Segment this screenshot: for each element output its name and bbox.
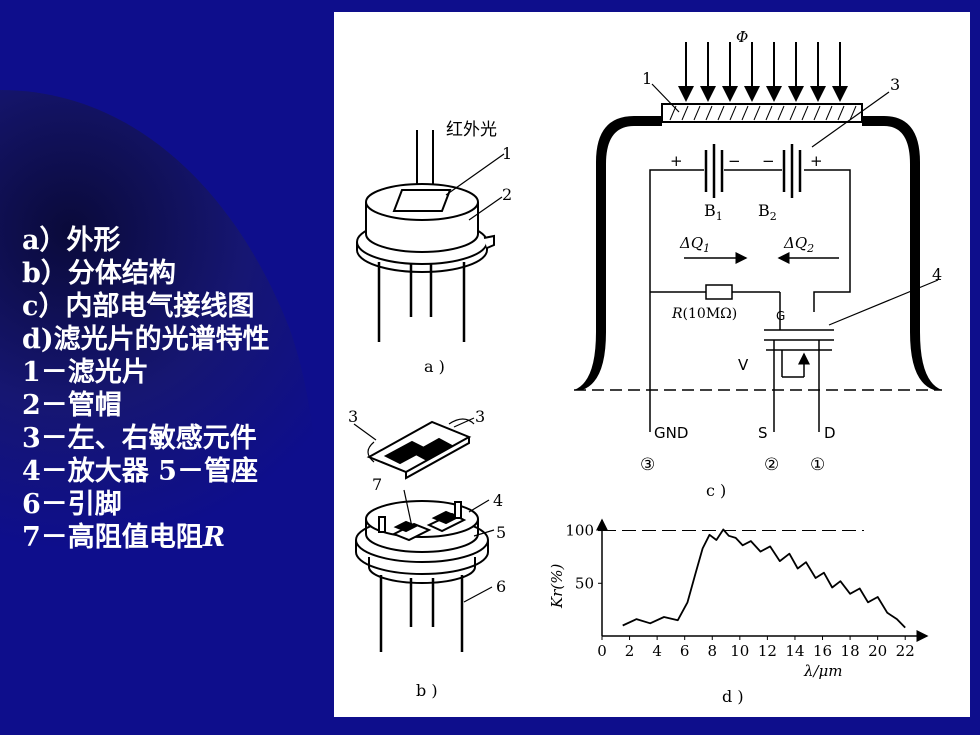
- c-label-1: 1: [642, 69, 652, 88]
- resistor-value: (10MΩ): [683, 306, 738, 322]
- light-arrows: [678, 42, 848, 102]
- infrared-light-label: 红外光: [446, 120, 497, 140]
- b1-plus: +: [670, 152, 683, 170]
- circuit-wires: [649, 169, 851, 432]
- label-7: 7: [372, 475, 382, 494]
- resistor: [705, 284, 733, 300]
- chart-axes: [596, 518, 929, 642]
- legend-item: b）分体结构: [22, 258, 176, 289]
- b1-text: B: [704, 201, 716, 220]
- x-tick-label: 4: [652, 642, 662, 660]
- legend-text: a）外形 b）分体结构 c）内部电气接线图 d)滤光片的光谱特性 1－滤光片 2…: [22, 224, 332, 554]
- pin-3-label: ③: [640, 455, 655, 475]
- legend-item-last: 7－高阻值电阻R: [22, 521, 332, 554]
- legend-item-last-text: 7－高阻值电阻: [22, 522, 203, 553]
- x-tick-label: 22: [896, 642, 915, 660]
- dq1-label: ΔQ1: [679, 234, 710, 255]
- background-shape: [0, 90, 326, 735]
- label-3-right: 3: [475, 407, 485, 426]
- fet: [766, 349, 832, 378]
- gate-label: G: [776, 309, 785, 323]
- x-tick-label: 12: [758, 642, 777, 660]
- drain-label: D: [824, 424, 836, 442]
- b2-label: B2: [758, 201, 777, 223]
- x-tick-label: 6: [680, 642, 690, 660]
- x-tick-label: 10: [730, 642, 749, 660]
- label-6: 6: [496, 577, 506, 596]
- figure-c: [574, 42, 942, 432]
- x-tick-label: 2: [625, 642, 635, 660]
- dq1-sub: 1: [703, 242, 710, 255]
- x-tick-label: 8: [707, 642, 717, 660]
- figure-a: [356, 130, 505, 342]
- figure-panel: 红外光 1 2 a ) 3 3 7 4: [334, 12, 970, 717]
- figure-b: [353, 417, 495, 652]
- caption-a: a ): [424, 357, 445, 376]
- label-3-left: 3: [348, 407, 358, 426]
- caption-d: d ): [722, 687, 744, 706]
- x-tick-label: 14: [785, 642, 804, 660]
- capacitor-b1: [704, 144, 724, 198]
- c-label-4: 4: [932, 265, 942, 284]
- x-tick-label: 0: [597, 642, 607, 660]
- legend-item: 3－左、右敏感元件: [22, 423, 257, 454]
- legend-item: 2－管帽: [22, 390, 122, 421]
- b2-minus: −: [762, 152, 775, 170]
- legend-item: d)滤光片的光谱特性: [22, 324, 270, 355]
- y-tick-label: 100: [565, 522, 594, 540]
- chart-series: [622, 528, 906, 629]
- flux-label: Φ: [736, 28, 748, 46]
- dq2-label: ΔQ2: [783, 234, 814, 255]
- caption-c: c ): [706, 481, 726, 500]
- dq2-sub: 2: [806, 242, 814, 255]
- label-2: 2: [502, 185, 512, 204]
- pin-1-label: ①: [810, 455, 825, 475]
- legend-item: 4－放大器 5－管座: [22, 456, 258, 487]
- c-label-3: 3: [890, 75, 900, 94]
- b2-plus: +: [810, 152, 823, 170]
- figure-svg: 红外光 1 2 a ) 3 3 7 4: [348, 28, 942, 706]
- x-tick-label: 18: [841, 642, 860, 660]
- b2-text: B: [758, 201, 770, 220]
- b1-sub: 1: [716, 210, 723, 223]
- fet-label: V: [738, 356, 749, 374]
- legend-item-last-symbol: R: [202, 522, 226, 553]
- b1-label: B1: [704, 201, 723, 223]
- x-axis-label: λ/μm: [803, 662, 843, 680]
- chart-y-ticks: 50 100: [565, 522, 602, 592]
- legend-item: 1－滤光片: [22, 357, 149, 388]
- pin-2-label: ②: [764, 455, 779, 475]
- filter-hatch: [669, 105, 857, 121]
- label-5: 5: [496, 523, 506, 542]
- label-4: 4: [493, 491, 503, 510]
- y-axis-label: Kr(%): [548, 564, 566, 609]
- housing-left: [574, 116, 662, 390]
- x-tick-label: 16: [813, 642, 832, 660]
- legend-item: c）内部电气接线图: [22, 291, 255, 322]
- series-line: [622, 528, 906, 629]
- resistor-label: R(10MΩ): [671, 306, 737, 322]
- label-1: 1: [502, 144, 512, 163]
- dq1-text: ΔQ: [679, 234, 703, 252]
- legend-item: a）外形: [22, 225, 121, 256]
- gnd-label: GND: [654, 424, 688, 442]
- b2-sub: 2: [770, 210, 777, 223]
- y-tick-label: 50: [575, 574, 594, 592]
- capacitor-b2: [782, 144, 802, 198]
- x-tick-label: 20: [868, 642, 887, 660]
- b1-minus: −: [728, 152, 741, 170]
- resistor-symbol: R: [671, 306, 683, 322]
- dq2-text: ΔQ: [783, 234, 807, 252]
- caption-b: b ): [416, 681, 438, 700]
- filter-window: [661, 103, 863, 123]
- source-label: S: [758, 424, 768, 442]
- housing-right: [862, 116, 942, 390]
- legend-item: 6－引脚: [22, 489, 122, 520]
